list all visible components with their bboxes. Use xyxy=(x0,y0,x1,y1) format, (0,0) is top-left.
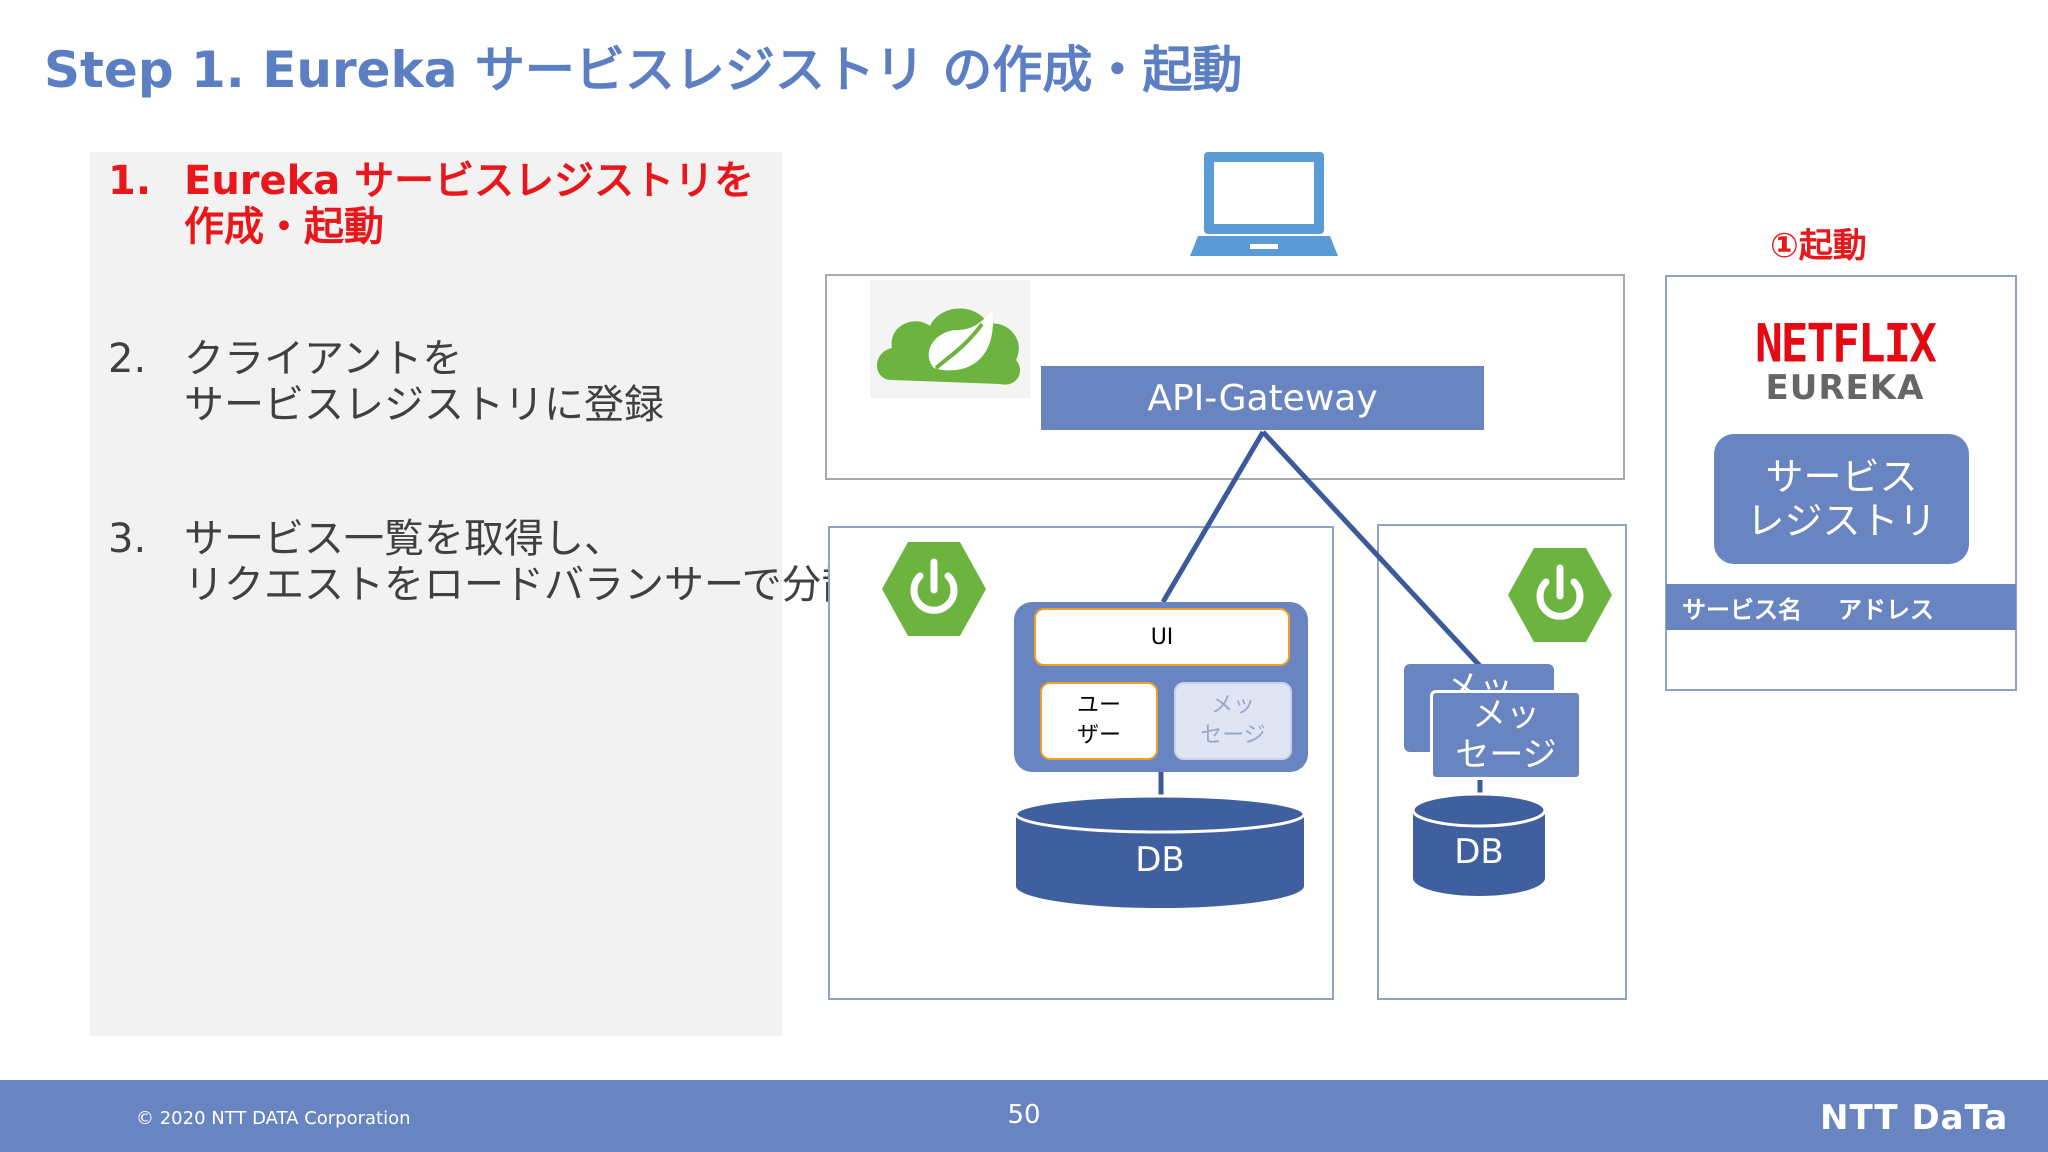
user-db-label: DB xyxy=(1135,840,1185,880)
step-2-number: 2. xyxy=(108,336,147,382)
step-3-line1: サービス一覧を取得し、 xyxy=(184,516,624,562)
message-db-cylinder xyxy=(1411,792,1547,896)
step-1-line1: Eureka サービスレジストリを xyxy=(184,158,755,204)
api-gateway: API-Gateway xyxy=(1041,366,1484,430)
laptop-icon xyxy=(1190,152,1338,256)
registry-table-header: サービス名 アドレス xyxy=(1666,584,2016,630)
step-1-number: 1. xyxy=(108,158,152,204)
user-box: ユーザー xyxy=(1040,682,1158,760)
gateway-to-message-line xyxy=(1261,430,1482,668)
step-3-number: 3. xyxy=(108,516,147,562)
step-3-line2: リクエストをロードバランサーで分散 xyxy=(184,562,862,608)
ui-label: UI xyxy=(1150,624,1174,650)
ui-box: UI xyxy=(1034,608,1290,666)
api-gateway-label: API-Gateway xyxy=(1147,377,1378,419)
frontend-module: UI ユーザー メッセージ xyxy=(1014,602,1308,772)
copyright: © 2020 NTT DATA Corporation xyxy=(136,1108,411,1129)
ntt-data-logo: NTT DaTa xyxy=(1820,1098,2009,1138)
col-address: アドレス xyxy=(1838,595,1934,624)
step-2-line1: クライアントを xyxy=(184,336,463,382)
gateway-to-user-line xyxy=(1160,430,1266,604)
service-registry: サービスレジストリ xyxy=(1714,434,1969,564)
netflix-logo: NETFLIX xyxy=(1755,311,1937,375)
message-card-front: メッセージ xyxy=(1430,690,1582,780)
page-number: 50 xyxy=(1007,1100,1041,1130)
user-label-line2: ザー xyxy=(1076,723,1121,748)
message-faded-line2: セージ xyxy=(1200,723,1266,748)
start-label: ①起動 xyxy=(1770,226,1867,266)
message-front-line2: セージ xyxy=(1455,735,1557,775)
col-service-name: サービス名 xyxy=(1682,595,1802,624)
message-db-label: DB xyxy=(1454,832,1504,872)
registry-line1: サービス xyxy=(1765,455,1918,499)
message-faded-line1: メッ xyxy=(1210,693,1255,718)
power-hexagon-icon xyxy=(1508,548,1612,642)
message-box-faded: メッセージ xyxy=(1174,682,1292,760)
step-1-text: Eureka サービスレジストリを 作成・起動 xyxy=(184,158,754,250)
user-label-line1: ユー xyxy=(1076,693,1121,718)
footer-bar xyxy=(0,1080,2048,1152)
power-hexagon-icon xyxy=(882,542,986,636)
eureka-logo: EUREKA xyxy=(1765,368,1925,408)
step-2-line2: サービスレジストリに登録 xyxy=(184,382,664,428)
slide-title: Step 1. Eureka サービスレジストリ の作成・起動 xyxy=(44,41,1243,99)
user-db-cylinder xyxy=(1014,794,1306,908)
message-front-line1: メッ xyxy=(1471,695,1540,735)
step-1-line2: 作成・起動 xyxy=(184,204,384,250)
spring-cloud-leaf-icon xyxy=(870,280,1030,398)
registry-line2: レジストリ xyxy=(1746,499,1937,543)
step-3-text: サービス一覧を取得し、 リクエストをロードバランサーで分散 xyxy=(184,516,862,608)
step-2-text: クライアントを サービスレジストリに登録 xyxy=(184,336,664,428)
steps-panel: 1. Eureka サービスレジストリを 作成・起動 2. クライアントを サー… xyxy=(90,152,862,1036)
